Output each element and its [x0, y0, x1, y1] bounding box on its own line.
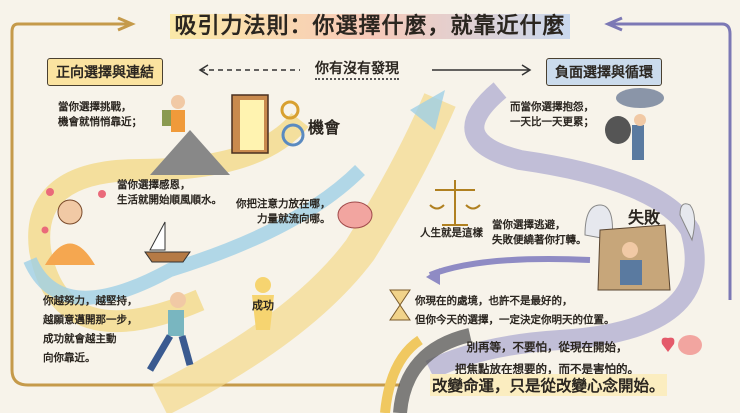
hourglass-icon — [389, 289, 411, 321]
center-road — [152, 93, 456, 413]
rain-cloud-icon — [616, 88, 664, 108]
success-label: 成功 — [252, 299, 274, 312]
running-man-icon — [146, 292, 194, 372]
man-with-sack-icon — [605, 114, 646, 160]
life-text: 人生就是這樣 — [420, 227, 483, 239]
escape-text: 當你選擇逃避， 失敗便繞著你打轉。 — [492, 219, 587, 246]
hiker-icon — [150, 95, 230, 175]
opportunity-label: 機會 — [308, 118, 341, 137]
heart-brain-icon — [661, 335, 702, 355]
challenge-text: 當你選擇挑戰， 機會就悄悄靠近； — [58, 101, 142, 128]
center-question: 你有沒有發現 — [315, 58, 399, 80]
negative-choices-label: 負面選擇與循環 — [546, 58, 662, 86]
complain-text: 而當你選擇抱怨， 一天比一天更累； — [510, 101, 594, 128]
positive-choices-label: 正向選擇與連結 — [47, 58, 163, 86]
hearts-icon — [41, 188, 106, 234]
sailboat-icon — [144, 221, 191, 263]
glowing-figure-icon — [252, 277, 274, 330]
failure-label: 失敗 — [628, 208, 661, 227]
brain-icon — [337, 201, 373, 229]
effort-text: 你越努力，越堅持， 越願意邁開那一步， 成功就會越主動 向你靠近。 — [43, 295, 138, 364]
person-in-box-icon — [597, 224, 671, 291]
scale-icon — [429, 180, 481, 226]
positive-road — [28, 112, 309, 333]
attention-text: 你把注意力放在哪， 力量就流向哪。 — [236, 198, 331, 225]
frame-right — [610, 22, 732, 300]
woman-praying-icon — [45, 199, 95, 265]
situation-text: 你現在的處境，也許不是最好的， 但你今天的選擇，一定決定你明天的位置。 — [415, 295, 615, 326]
ghost-icon — [584, 203, 696, 242]
frame-left — [10, 22, 400, 387]
final-message: 改變命運，只是從改變心念開始。 — [430, 374, 667, 396]
river — [23, 165, 365, 305]
page-title: 吸引力法則：你選擇什麼，就靠近什麼 — [0, 8, 740, 40]
door-icon — [231, 94, 269, 154]
gears-icon — [280, 100, 305, 147]
gratitude-text: 當你選擇感恩， 生活就開始順風順水。 — [117, 179, 222, 206]
dont-wait-text: 別再等，不要怕，從現在開始， 把焦點放在想要的，而不是害怕的。 — [455, 340, 639, 376]
